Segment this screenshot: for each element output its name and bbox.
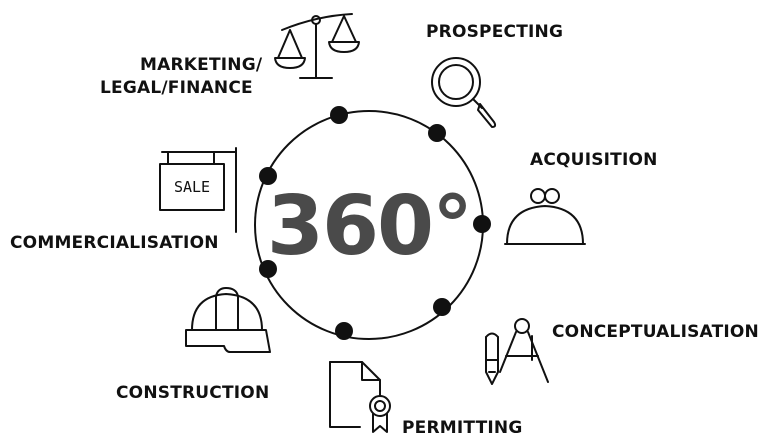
label-marketing-line2: LEGAL/FINANCE bbox=[100, 78, 253, 98]
label-prospecting: PROSPECTING bbox=[426, 22, 563, 42]
label-construction: CONSTRUCTION bbox=[116, 383, 269, 403]
scales-icon bbox=[274, 13, 360, 79]
center-label: 360° bbox=[267, 179, 471, 274]
label-commercialisation: COMMERCIALISATION bbox=[10, 233, 219, 253]
node-dot-prospecting bbox=[428, 124, 446, 142]
label-marketing-line1: MARKETING/ bbox=[140, 55, 263, 75]
certificate-icon bbox=[329, 361, 391, 433]
node-dot-conceptualisation bbox=[433, 298, 451, 316]
magnifier-icon bbox=[431, 57, 497, 128]
pencil-compass-icon bbox=[485, 318, 549, 385]
hard-hat-icon bbox=[185, 287, 271, 353]
node-dot-acquisition bbox=[473, 215, 491, 233]
label-conceptualisation: CONCEPTUALISATION bbox=[552, 322, 759, 342]
sale-sign-icon: SALE bbox=[159, 147, 237, 233]
label-acquisition: ACQUISITION bbox=[530, 150, 658, 170]
node-dot-marketing bbox=[330, 106, 348, 124]
label-permitting: PERMITTING bbox=[402, 418, 523, 438]
sale-sign-text: SALE bbox=[174, 178, 210, 196]
node-dot-construction bbox=[259, 260, 277, 278]
purse-icon bbox=[504, 188, 586, 245]
cycle-nodes bbox=[259, 106, 491, 340]
node-dot-permitting bbox=[335, 322, 353, 340]
node-dot-commercialisation bbox=[259, 167, 277, 185]
